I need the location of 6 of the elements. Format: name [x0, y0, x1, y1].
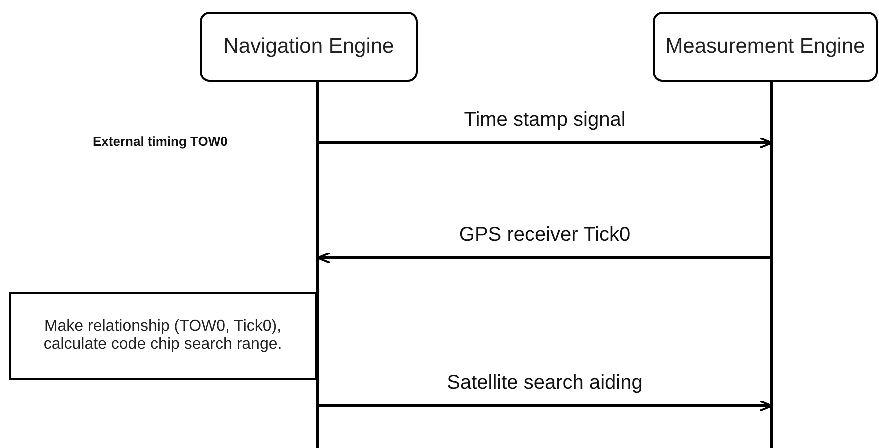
note-box: Make relationship (TOW0, Tick0), calculate code chip search range. [9, 292, 317, 380]
message-arrow [318, 400, 773, 412]
participant-box: Measurement Engine [653, 12, 878, 82]
message-arrow [318, 137, 773, 149]
participant-box: Navigation Engine [200, 12, 418, 82]
message-arrow [317, 252, 772, 264]
